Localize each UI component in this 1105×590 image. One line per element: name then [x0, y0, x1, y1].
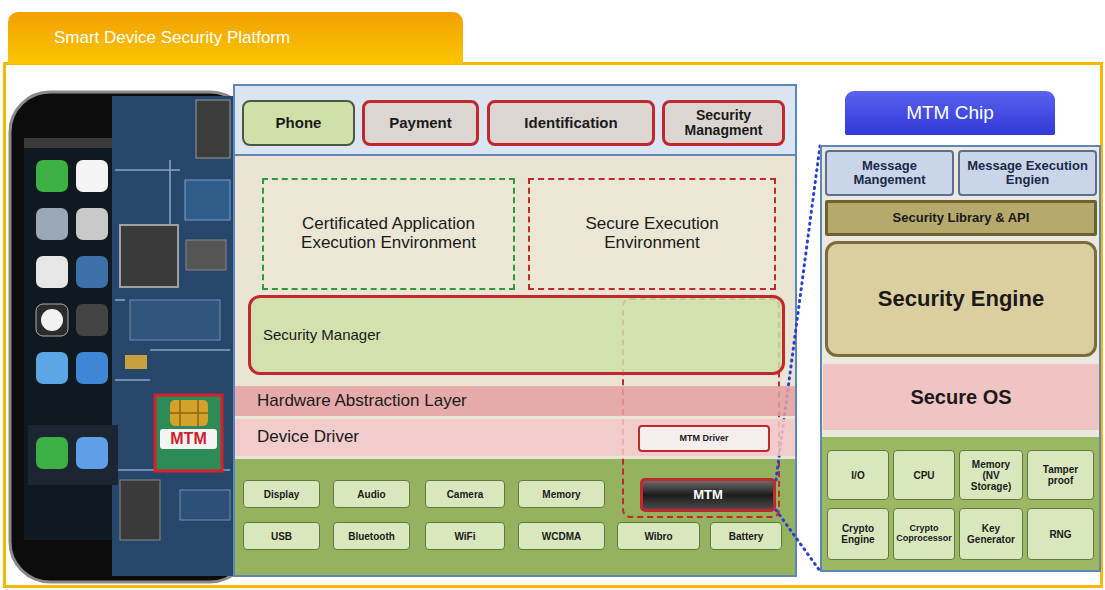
phone-illustration [0, 0, 240, 590]
message-box: Message Mangement [825, 150, 954, 196]
hardware-box: Camera [425, 480, 505, 508]
hardware-box: Battery [710, 522, 782, 550]
node-text: Identification [524, 115, 617, 132]
manager-box: Security Manager [248, 295, 785, 375]
hardware-box: USB [243, 522, 320, 550]
chip-hardware-box: Crypto Engine [827, 508, 889, 560]
mtm-chip-box: MTM [640, 478, 776, 512]
node-text: Memory (NV Storage) [962, 459, 1020, 492]
node-text: Security Managment [669, 108, 778, 139]
node-text: Security Manager [263, 327, 381, 344]
node-text: MTM Driver [679, 434, 728, 444]
node-text: USB [271, 531, 292, 542]
layer-band: Hardware Abstraction Layer [235, 386, 795, 416]
hardware-box: Display [243, 480, 320, 508]
hardware-box: WCDMA [518, 522, 605, 550]
node-text: WiFi [454, 531, 475, 542]
node-text: Crypto Coprocessor [896, 524, 952, 544]
node-text: Memory [542, 489, 580, 500]
node-text: Security Engine [878, 287, 1044, 311]
chip-hardware-box: Key Generator [959, 508, 1023, 560]
node-text: Camera [447, 489, 484, 500]
node-text: Payment [389, 115, 452, 132]
application-box: Identification [487, 100, 655, 146]
hardware-box: Memory [518, 480, 605, 508]
node-text: Message Mangement [830, 159, 949, 188]
environment-box: Secure Execution Environment [528, 178, 776, 290]
chip-hardware-box: Tamper proof [1027, 450, 1094, 500]
hardware-box: Wibro [617, 522, 700, 550]
environment-box: Certificated Application Execution Envir… [262, 178, 515, 290]
os-band: Secure OS [823, 364, 1099, 430]
title-tab: Smart Device Security Platform [8, 12, 463, 64]
node-text: Crypto Engine [830, 523, 886, 545]
node-text: MTM Chip [906, 103, 994, 124]
driver-box: MTM Driver [638, 425, 770, 452]
chip-title-tab: MTM Chip [845, 91, 1055, 135]
node-text: I/O [851, 470, 864, 481]
node-text: Audio [357, 489, 385, 500]
node-text: Secure Execution Environment [552, 215, 752, 252]
application-box: Payment [362, 100, 479, 146]
node-text: Tamper proof [1030, 464, 1091, 486]
node-text: CPU [913, 470, 934, 481]
hardware-box: Audio [333, 480, 410, 508]
title-text: Smart Device Security Platform [54, 28, 290, 48]
chip-hardware-box: RNG [1027, 508, 1094, 560]
node-text: Key Generator [962, 523, 1020, 545]
chip-label: MTM [160, 429, 217, 449]
chip-hardware-box: Memory (NV Storage) [959, 450, 1023, 500]
node-text: MTM [693, 488, 723, 502]
node-text: Hardware Abstraction Layer [257, 392, 467, 411]
node-text: Battery [729, 531, 763, 542]
hardware-box: Bluetooth [333, 522, 410, 550]
chip-hardware-box: CPU [893, 450, 955, 500]
node-text: WCDMA [542, 531, 581, 542]
node-text: Message Execution Engien [963, 159, 1092, 188]
zoom-connector [776, 510, 820, 571]
chip-hardware-box: Crypto Coprocessor [893, 508, 955, 560]
chip-panel: MTM ChipMessage MangementMessage Executi… [820, 145, 1101, 572]
node-text: Wibro [644, 531, 672, 542]
node-text: Certificated Application Execution Envir… [278, 215, 499, 252]
node-text: RNG [1049, 529, 1071, 540]
library-band: Security Library & API [825, 200, 1097, 236]
node-text: Secure OS [910, 386, 1011, 408]
node-text: Bluetooth [348, 531, 395, 542]
hardware-box: WiFi [425, 522, 505, 550]
node-text: Phone [276, 115, 322, 132]
message-box: Message Execution Engien [958, 150, 1097, 196]
application-box: Phone [242, 100, 355, 146]
chip-hardware-box: I/O [827, 450, 889, 500]
layer-band: Device Driver MTM Driver [235, 419, 795, 456]
node-text: Device Driver [257, 428, 359, 447]
engine-box: Security Engine [825, 241, 1097, 357]
application-box: Security Managment [662, 100, 785, 146]
node-text: Security Library & API [893, 211, 1030, 225]
node-text: Display [264, 489, 300, 500]
